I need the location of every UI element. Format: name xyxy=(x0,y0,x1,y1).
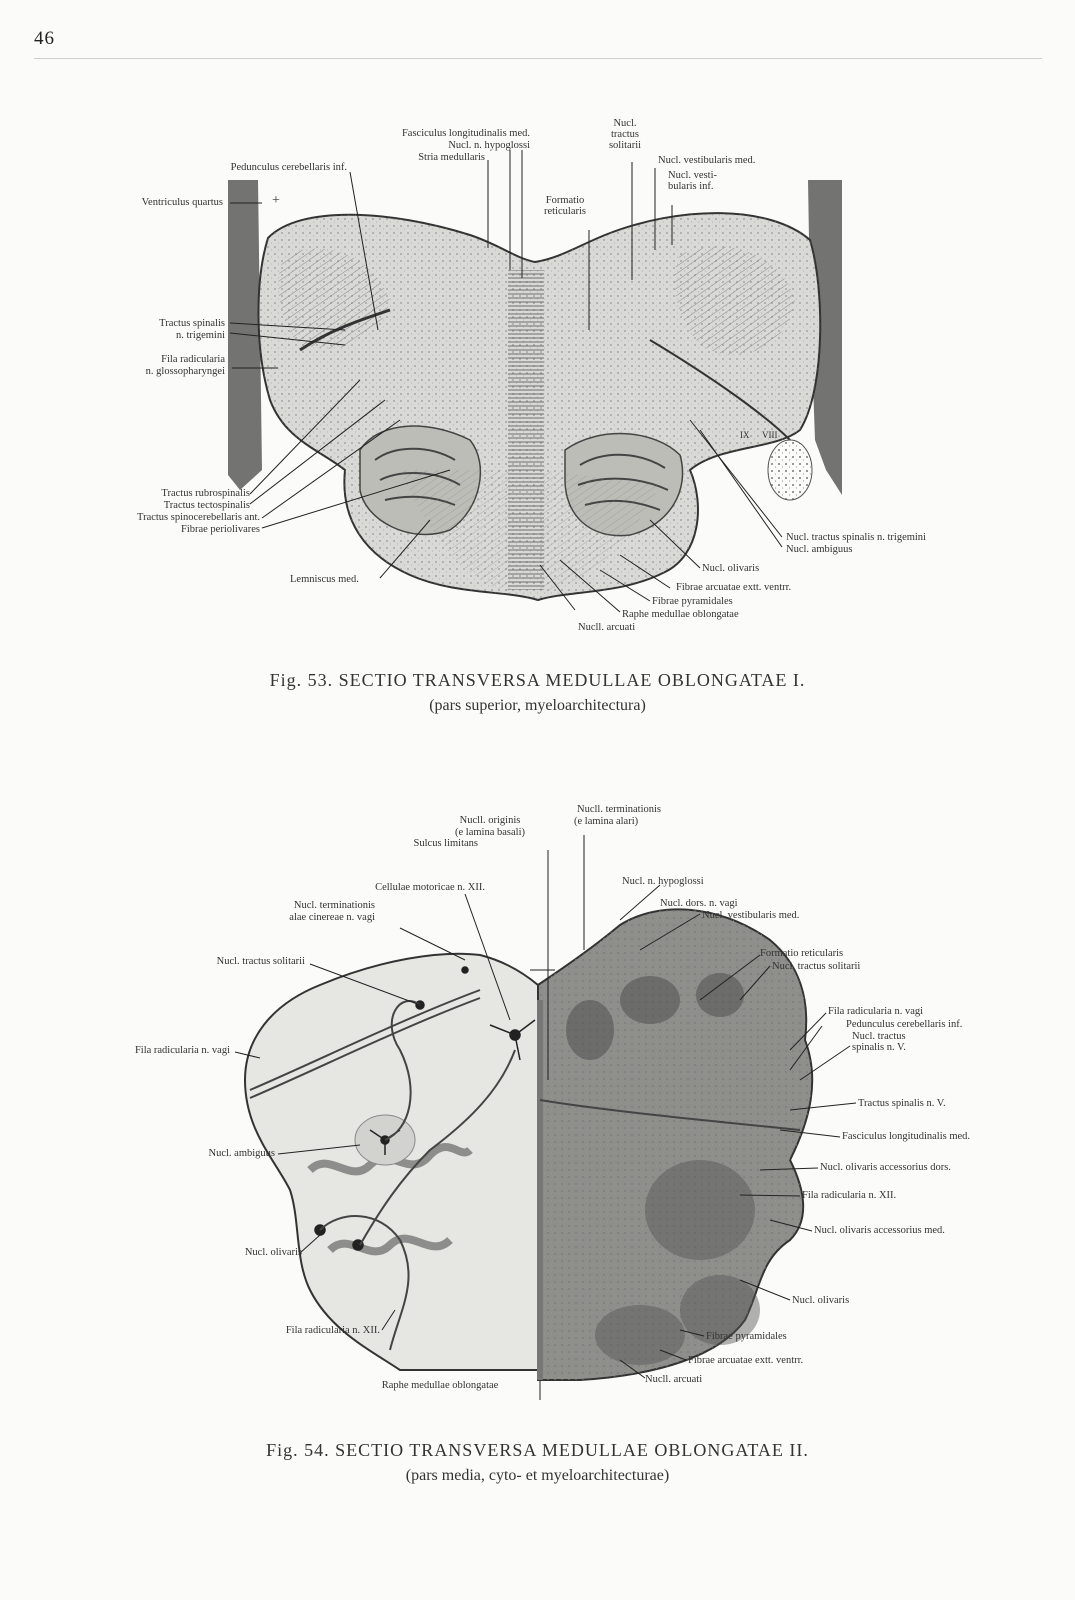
label-formatio: Formatio xyxy=(545,195,585,206)
label-tr-spinocerebellaris: Tractus spinocerebellaris ant. xyxy=(137,512,260,523)
label-nucl-ol-acc-med: Nucl. olivaris accessorius med. xyxy=(814,1225,945,1236)
label-fibrae-pyramidales: Fibrae pyramidales xyxy=(706,1331,787,1342)
label-fila-rad-xii-right: Fila radicularia n. XII. xyxy=(802,1190,897,1201)
figure-54-leader-lines xyxy=(234,835,857,1400)
label-pedunculus: Pedunculus cerebellaris inf. xyxy=(846,1019,963,1030)
label-fibrae-pyramidales: Fibrae pyramidales xyxy=(652,596,733,607)
label-nucl-olivaris-left: Nucl. olivaris xyxy=(244,1247,302,1258)
label-cellulae-motoricae: Cellulae motoricae n. XII. xyxy=(375,882,485,893)
label-tractus-spinalis: Tractus spinalis xyxy=(159,318,225,329)
label-nucl-hypoglossi: Nucl. n. hypoglossi xyxy=(622,876,704,887)
fibre-paths xyxy=(249,989,801,1351)
label-lemniscus-med: Lemniscus med. xyxy=(290,574,359,585)
olive-wave-2 xyxy=(327,1234,453,1256)
label-n-trigemini: n. trigemini xyxy=(176,330,225,341)
raphe-stripe xyxy=(508,270,544,590)
label-fibrae-periolivares: Fibrae periolivares xyxy=(180,524,260,535)
label-nucl-tr-sol-2: tractus xyxy=(611,129,639,140)
label-n-glossopharyngei: n. glossopharyngei xyxy=(145,366,225,377)
label-nucl-hypoglossi: Nucl. n. hypoglossi xyxy=(448,140,530,151)
label-nucl-tractus: Nucl. tractus xyxy=(852,1031,906,1042)
label-fila-rad-vagi-left: Fila radicularia n. vagi xyxy=(134,1045,230,1056)
label-nucl-olivaris-right: Nucl. olivaris xyxy=(792,1295,850,1306)
label-nucl-vest-med: Nucl. vestibularis med. xyxy=(702,910,800,921)
label-nucll-arcuati: Nucll. arcuati xyxy=(578,622,636,633)
label-nucll-originis: Nucll. originis xyxy=(459,815,521,826)
label-fila-rad-vagi-right: Fila radicularia n. vagi xyxy=(828,1006,924,1017)
label-plus: + xyxy=(272,193,280,208)
label-spinalis-v: spinalis n. V. xyxy=(852,1042,906,1053)
label-raphe: Raphe medullae oblongatae xyxy=(381,1380,499,1391)
ventricle-wall-right xyxy=(808,180,842,495)
label-fasc-long-med: Fasciculus longitudinalis med. xyxy=(401,128,530,139)
label-nucl-tr-solitarii-right: Nucl. tractus solitarii xyxy=(772,961,861,972)
label-nucl-tr-solitarii-left: Nucl. tractus solitarii xyxy=(216,956,305,967)
pyramid-right xyxy=(540,470,660,592)
label-tr-tectospinalis: Tractus tectospinalis xyxy=(163,500,250,511)
label-nucl-ambiguus: Nucl. ambiguus xyxy=(208,1148,276,1159)
label-nucl-dors-vagi: Nucl. dors. n. vagi xyxy=(660,898,738,909)
label-viii: VIII xyxy=(762,430,778,440)
label-formatio-reticularis: Formatio reticularis xyxy=(760,948,844,959)
label-nucl-vesti: Nucl. vesti- xyxy=(668,170,717,181)
header-rule xyxy=(34,58,1042,59)
figure-53: Fasciculus longitudinalis med. Nucl. n. … xyxy=(0,0,1075,720)
label-nucl-term: Nucl. terminationis xyxy=(293,900,375,911)
label-fibrae-arcuatae: Fibrae arcuatae extt. ventrr. xyxy=(688,1355,804,1366)
label-e-lamina-alari: (e lamina alari) xyxy=(574,816,639,827)
page-number: 46 xyxy=(34,28,55,49)
label-tr-rubrospinalis: Tractus rubrospinalis xyxy=(161,488,250,499)
label-nucl-tr-sol-3: solitarii xyxy=(608,140,642,151)
pedunculus-fibers-right xyxy=(674,246,795,355)
label-nucl-tr-spinalis: Nucl. tractus spinalis n. trigemini xyxy=(786,532,926,543)
label-bularis-inf: bularis inf. xyxy=(668,181,714,192)
label-fasc-long-med: Fasciculus longitudinalis med. xyxy=(842,1131,971,1142)
label-reticularis: reticularis xyxy=(544,206,586,217)
label-alae-cinereae: alae cinereae n. vagi xyxy=(289,912,375,923)
label-pedunculus: Pedunculus cerebellaris inf. xyxy=(230,162,347,173)
right-cell-clusters xyxy=(566,973,760,1365)
label-ventriculus: Ventriculus quartus xyxy=(141,197,223,208)
label-nucl-ol-acc-dors: Nucl. olivaris accessorius dors. xyxy=(820,1162,951,1173)
figure-53-subcaption: (pars superior, myeloarchitectura) xyxy=(429,697,646,714)
label-tractus-spinalis-v: Tractus spinalis n. V. xyxy=(858,1098,946,1109)
figure-53-leader-lines xyxy=(229,150,783,613)
label-ix: IX xyxy=(740,430,750,440)
figure-54: Nucll. originis (e lamina basali) Sulcus… xyxy=(0,790,1075,1410)
figure-54-subcaption: (pars media, cyto- et myeloarchitecturae… xyxy=(405,1467,670,1484)
label-fila-radicularia: Fila radicularia xyxy=(161,354,225,365)
label-e-lamina-basali: (e lamina basali) xyxy=(455,827,525,838)
label-fila-rad-xii-left: Fila radicularia n. XII. xyxy=(285,1325,380,1336)
label-fibrae-arcuatae: Fibrae arcuatae extt. ventrr. xyxy=(676,582,792,593)
label-raphe: Raphe medullae oblongatae xyxy=(622,609,739,620)
label-nucll-terminationis: Nucll. terminationis xyxy=(577,804,661,815)
pedunculus-fibers-left xyxy=(278,248,390,349)
raphe-band xyxy=(537,1000,543,1380)
label-nucll-arcuati: Nucll. arcuati xyxy=(645,1374,703,1385)
figure-54-illustration xyxy=(234,835,857,1400)
right-root-bundle xyxy=(767,439,813,501)
figure-53-illustration xyxy=(228,150,842,613)
figure-53-caption: Fig. 53. SECTIO TRANSVERSA MEDULLAE OBLO… xyxy=(269,670,806,690)
label-nucl-tr-sol-1: Nucl. xyxy=(613,118,637,129)
label-nucl-olivaris: Nucl. olivaris xyxy=(702,563,760,574)
label-stria-medullaris: Stria medullaris xyxy=(418,152,485,163)
label-sulcus-limitans: Sulcus limitans xyxy=(413,838,478,849)
label-nucl-ambiguus: Nucl. ambiguus xyxy=(786,544,853,555)
figure-54-caption: Fig. 54. SECTIO TRANSVERSA MEDULLAE OBLO… xyxy=(266,1440,809,1460)
label-nucl-vest-med: Nucl. vestibularis med. xyxy=(658,155,756,166)
pyramid-left xyxy=(400,470,510,592)
